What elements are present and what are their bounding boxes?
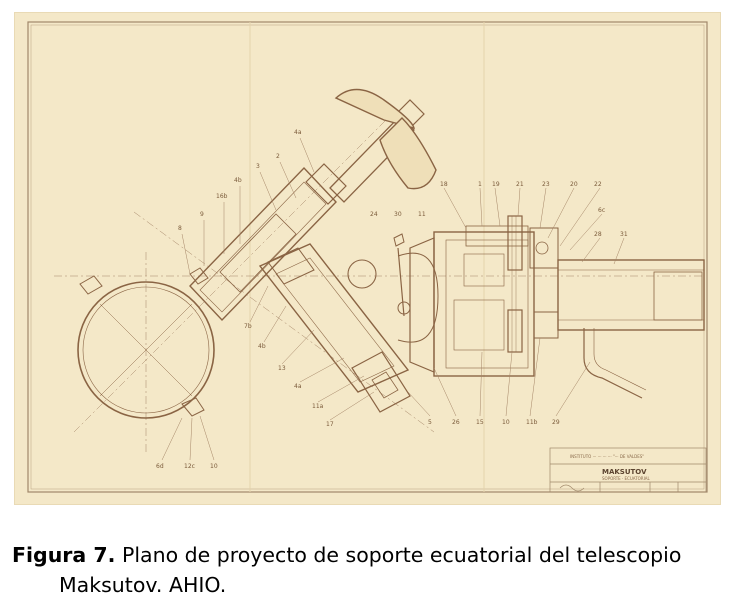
title-block-title: MAKSUTOV bbox=[602, 468, 647, 476]
title-block-subtitle: SOPORTE · ECUATORIAL bbox=[602, 476, 650, 481]
part-label: 6d bbox=[156, 463, 164, 470]
part-label: 1 bbox=[478, 181, 482, 188]
part-label: 10 bbox=[210, 463, 218, 470]
drawing-frame bbox=[27, 21, 708, 493]
part-label: 13 bbox=[278, 365, 286, 372]
part-label: 23 bbox=[542, 181, 550, 188]
caption-text-line1: Plano de proyecto de soporte ecuatorial … bbox=[115, 543, 682, 567]
title-block: INSTITUTO ··· ··· ··· ··· "··· DE VALDES… bbox=[549, 447, 707, 493]
part-label: 11b bbox=[526, 419, 538, 426]
part-label: 2 bbox=[276, 153, 280, 160]
part-label: 12c bbox=[184, 463, 195, 470]
tube-cross-section bbox=[77, 267, 215, 419]
lower-support-assembly bbox=[258, 243, 411, 413]
part-label: 7b bbox=[244, 323, 252, 330]
paper-background bbox=[14, 12, 721, 505]
part-label: 22 bbox=[594, 181, 602, 188]
part-label: 6c bbox=[598, 207, 605, 214]
title-block-institute: INSTITUTO ··· ··· ··· ··· "··· DE VALDES… bbox=[570, 454, 644, 459]
blueprint-image: 4a 2 3 4b 16b 9 8 24 30 11 18 1 19 21 23… bbox=[14, 12, 721, 505]
part-label: 20 bbox=[570, 181, 578, 188]
part-label: 17 bbox=[326, 421, 334, 428]
part-label: 11a bbox=[312, 403, 324, 410]
knob-circle bbox=[347, 259, 377, 289]
part-label: 26 bbox=[452, 419, 460, 426]
part-label: 28 bbox=[594, 231, 602, 238]
part-label: 4b bbox=[258, 343, 266, 350]
figure-caption: Figura 7. Plano de proyecto de soporte e… bbox=[12, 540, 732, 600]
part-label: 4a bbox=[294, 129, 302, 136]
declination-axis-assembly bbox=[189, 88, 437, 322]
part-label: 9 bbox=[200, 211, 204, 218]
part-label: 15 bbox=[476, 419, 484, 426]
caption-text-line2: Maksutov. AHIO. bbox=[59, 573, 227, 597]
part-label: 18 bbox=[440, 181, 448, 188]
part-label: 16b bbox=[216, 193, 228, 200]
caption-label: Figura 7. bbox=[12, 543, 116, 567]
part-label: 10 bbox=[502, 419, 510, 426]
part-label: 19 bbox=[492, 181, 500, 188]
part-label: 8 bbox=[178, 225, 182, 232]
part-label: 4a bbox=[294, 383, 302, 390]
part-label: 31 bbox=[620, 231, 628, 238]
part-label: 21 bbox=[516, 181, 524, 188]
part-label: 11 bbox=[418, 211, 426, 218]
part-label: 5 bbox=[428, 419, 432, 426]
signature-mark bbox=[559, 484, 585, 492]
part-label: 3 bbox=[256, 163, 260, 170]
part-label: 29 bbox=[552, 419, 560, 426]
part-label: 24 bbox=[370, 211, 378, 218]
part-labels: 4a 2 3 4b 16b 9 8 24 30 11 18 1 19 21 23… bbox=[156, 129, 628, 470]
blueprint-drawing: 4a 2 3 4b 16b 9 8 24 30 11 18 1 19 21 23… bbox=[14, 12, 721, 505]
part-label: 30 bbox=[394, 211, 402, 218]
polar-axis-housing bbox=[397, 215, 705, 399]
part-label: 4b bbox=[234, 177, 242, 184]
